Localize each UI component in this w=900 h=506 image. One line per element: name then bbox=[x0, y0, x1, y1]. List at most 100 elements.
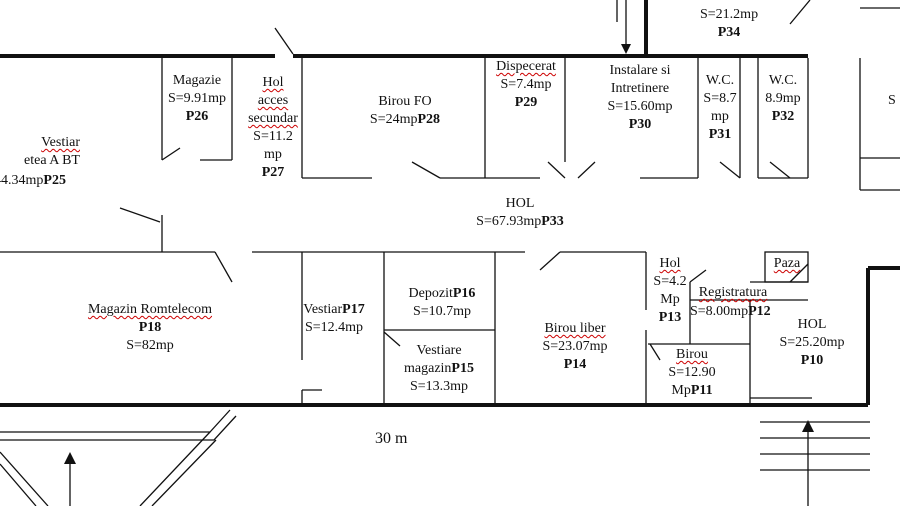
room-p26-name: Magazie bbox=[172, 73, 222, 88]
room-p34-area: S=21.2mp bbox=[700, 7, 759, 22]
room-p11-area2: Mp bbox=[671, 383, 691, 398]
room-p32-code: P32 bbox=[771, 109, 795, 124]
room-p14-label: Birou liber S=23.07mp P14 bbox=[520, 320, 630, 374]
door-swing-p27 bbox=[274, 27, 294, 55]
room-p32-name: W.C. bbox=[768, 73, 798, 88]
door-p31 bbox=[719, 161, 741, 179]
ramp-diag-1 bbox=[139, 431, 211, 506]
ramp-left-1 bbox=[0, 451, 49, 506]
room-p26-label: Magazie S=9.91mp P26 bbox=[163, 72, 231, 126]
ramp-edge-2 bbox=[0, 415, 237, 441]
room-p13-code: P13 bbox=[658, 310, 682, 325]
room-p13-area1: S=4.2 bbox=[653, 274, 687, 289]
room-p27-line1: Hol bbox=[262, 75, 284, 90]
ramp-edge-1 bbox=[0, 409, 231, 433]
room-p15-line2: magazin bbox=[404, 361, 452, 376]
room-p27-line2: acces bbox=[257, 93, 289, 108]
room-p13-label: Hol S=4.2 Mp P13 bbox=[648, 255, 692, 327]
room-p31-code: P31 bbox=[708, 127, 732, 142]
room-p10-code: P10 bbox=[800, 353, 824, 368]
room-p11-label: Birou S=12.90 MpP11 bbox=[652, 346, 732, 400]
room-p30-label: Instalare si Intretinere S=15.60mp P30 bbox=[590, 62, 690, 134]
room-p12-area: S=8.00mp bbox=[690, 304, 749, 319]
room-p14-code: P14 bbox=[563, 357, 587, 372]
room-p28-code: P28 bbox=[417, 112, 441, 127]
room-p30-code: P30 bbox=[628, 117, 652, 132]
door-p13 bbox=[689, 269, 707, 283]
room-p26-area: S=9.91mp bbox=[167, 91, 227, 106]
dimension-label: 30 m bbox=[375, 430, 408, 447]
ramp-left-2 bbox=[0, 463, 37, 506]
room-p12-area-row: S=8.00mpP12 bbox=[690, 303, 771, 321]
room-p12-code: P12 bbox=[748, 304, 771, 319]
room-p25-line1: Vestiar bbox=[41, 135, 80, 150]
room-p25-code: P25 bbox=[43, 173, 66, 188]
room-p18-name: Magazin Romtelecom bbox=[87, 302, 213, 317]
room-p33-label: HOL S=67.93mpP33 bbox=[440, 195, 600, 231]
room-p12-name: Registratura bbox=[698, 285, 768, 300]
room-p31-area1: S=8.7 bbox=[703, 91, 737, 106]
room-p29-area: S=7.4mp bbox=[500, 77, 552, 92]
room-p33-code: P33 bbox=[541, 214, 564, 229]
room-p10-area: S=25.20mp bbox=[779, 335, 845, 350]
room-p30-line1: Instalare si bbox=[609, 63, 671, 78]
room-p33-name: HOL bbox=[505, 196, 535, 211]
room-p15-code: P15 bbox=[451, 361, 474, 376]
room-p27-area2: mp bbox=[264, 147, 282, 162]
door-p14 bbox=[539, 251, 561, 271]
room-p18-code: P18 bbox=[138, 320, 162, 335]
room-p31-name: W.C. bbox=[705, 73, 735, 88]
room-p11-code: P11 bbox=[690, 383, 713, 398]
room-p25-area: 44.34mp bbox=[0, 173, 44, 188]
door-p32 bbox=[769, 161, 791, 179]
room-p31-label: W.C. S=8.7 mp P31 bbox=[699, 72, 741, 144]
room-p17-area: S=12.4mp bbox=[304, 320, 364, 335]
room-p31-area2: mp bbox=[711, 109, 729, 124]
room-p11-area1: S=12.90 bbox=[668, 365, 716, 380]
entry-arrow-head bbox=[621, 44, 631, 54]
room-p34-code: P34 bbox=[717, 25, 741, 40]
room-p17-code: P17 bbox=[342, 302, 365, 317]
room-p27-code: P27 bbox=[261, 165, 285, 180]
room-paza-name: Paza bbox=[773, 256, 801, 271]
room-p33-area: S=67.93mp bbox=[476, 214, 542, 229]
room-p25-line2: etea A BT bbox=[24, 153, 80, 168]
room-p14-area: S=23.07mp bbox=[542, 339, 608, 354]
room-p17-name: Vestiar bbox=[303, 302, 343, 317]
edge-right-label: S bbox=[888, 93, 896, 108]
room-p16-label: DepozitP16 S=10.7mp bbox=[390, 285, 494, 321]
door-p11 bbox=[649, 343, 661, 361]
entrance-arrow-head bbox=[802, 420, 814, 432]
room-p28-area: S=24mp bbox=[369, 112, 418, 127]
room-p27-line3: secundar bbox=[248, 111, 298, 126]
room-p32-area: 8.9mp bbox=[765, 91, 801, 106]
room-p17-label: VestiarP17 S=12.4mp bbox=[292, 301, 376, 337]
room-p25-area-row: 44.34mpP25 bbox=[0, 172, 66, 190]
room-p25-label: Vestiar etea A BT bbox=[0, 134, 80, 170]
ramp-diag-2 bbox=[151, 439, 217, 506]
room-p16-code: P16 bbox=[452, 286, 476, 301]
room-p12-label: Registratura bbox=[688, 284, 778, 302]
room-p15-area: S=13.3mp bbox=[409, 379, 469, 394]
room-p10-name: HOL bbox=[797, 317, 827, 332]
door-p15 bbox=[383, 331, 401, 347]
room-p34-label: S=21.2mp P34 bbox=[700, 6, 758, 42]
room-p28-label: Birou FO S=24mpP28 bbox=[350, 93, 460, 129]
room-p29-label: Dispecerat S=7.4mp P29 bbox=[486, 58, 566, 112]
door-p29 bbox=[547, 161, 566, 179]
room-p27-area1: S=11.2 bbox=[253, 129, 293, 144]
room-p29-code: P29 bbox=[514, 95, 538, 110]
room-p13-name: Hol bbox=[659, 256, 681, 271]
room-paza-label: Paza bbox=[766, 255, 808, 273]
room-p10-label: HOL S=25.20mp P10 bbox=[762, 316, 862, 370]
room-p16-name: Depozit bbox=[408, 286, 453, 301]
door-p30 bbox=[577, 161, 596, 179]
room-p27-label: Hol acces secundar S=11.2 mp P27 bbox=[240, 74, 306, 182]
room-p26-code: P26 bbox=[185, 109, 209, 124]
room-p30-line2: Intretinere bbox=[610, 81, 670, 96]
side-entrance-head bbox=[64, 452, 76, 464]
room-p18-area: S=82mp bbox=[126, 338, 174, 353]
room-p32-label: W.C. 8.9mp P32 bbox=[758, 72, 808, 126]
